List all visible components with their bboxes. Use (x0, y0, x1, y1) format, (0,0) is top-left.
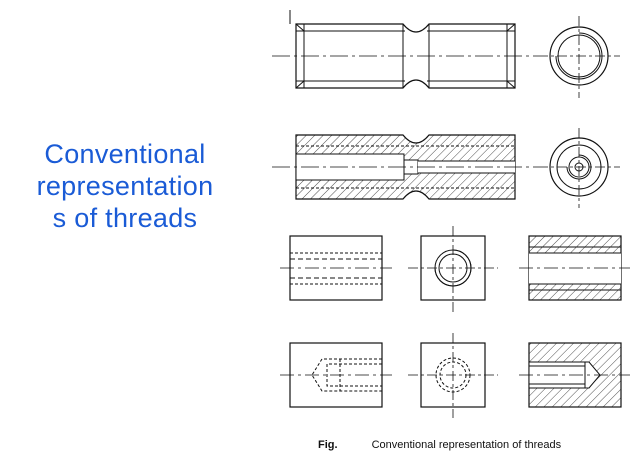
internal-thread-end-view (538, 128, 620, 208)
figure-caption-text: Conventional representation of threads (371, 439, 562, 451)
through-hole-section-view (519, 235, 630, 301)
external-thread-side-view (272, 10, 538, 89)
title-line-1: Conventional (44, 139, 206, 169)
blind-hole-front-view (280, 342, 392, 408)
figure-label: Fig. (318, 439, 338, 451)
title-line-3: s of threads (52, 203, 198, 233)
slide-title: Conventional representation s of threads (6, 138, 244, 234)
blind-hole-top-view (408, 333, 498, 418)
title-line-2: representation (36, 171, 214, 201)
blind-hole-section-view (519, 342, 630, 408)
figure-caption: Fig. Conventional representation of threa… (318, 439, 561, 451)
external-thread-section-view (272, 134, 538, 200)
through-hole-front-view (280, 235, 392, 301)
external-thread-end-view (538, 16, 620, 98)
through-hole-top-view (408, 226, 498, 312)
